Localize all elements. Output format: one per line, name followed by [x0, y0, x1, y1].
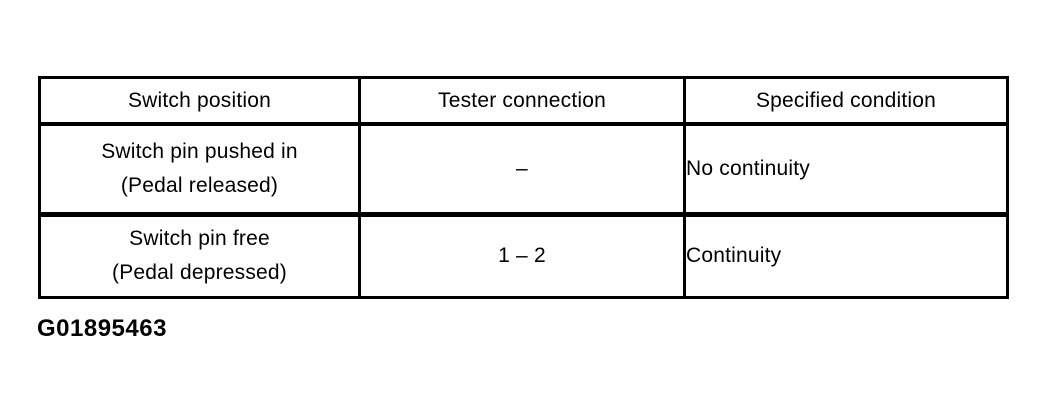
continuity-spec-table: Switch position Tester connection Specif… — [38, 76, 1009, 299]
column-header-switch-position: Switch position — [39, 77, 360, 126]
specified-condition-cell: Continuity — [683, 214, 1008, 297]
switch-position-line2: (Pedal released) — [120, 173, 279, 197]
switch-position-cell: Switch pin free (Pedal depressed) — [40, 214, 360, 297]
switch-position-line1: Switch pin pushed in — [101, 139, 298, 163]
tester-connection-cell: 1 – 2 — [358, 214, 685, 297]
table-row-pedal-depressed: Switch pin free (Pedal depressed) 1 – 2 … — [40, 214, 1008, 297]
tester-connection-cell: – — [358, 124, 685, 217]
table-row-pedal-released: Switch pin pushed in (Pedal released) – … — [39, 124, 1008, 217]
column-header-tester-connection: Tester connection — [358, 77, 685, 126]
switch-position-cell: Switch pin pushed in (Pedal released) — [39, 124, 360, 217]
switch-position-line1: Switch pin free — [129, 227, 270, 250]
table-header-row: Switch position Tester connection Specif… — [39, 77, 1008, 126]
column-header-specified-condition: Specified condition — [683, 77, 1008, 126]
specified-condition-cell: No continuity — [683, 124, 1008, 217]
switch-position-line2: (Pedal depressed) — [112, 261, 287, 284]
figure-id: G01895463 — [37, 315, 167, 342]
